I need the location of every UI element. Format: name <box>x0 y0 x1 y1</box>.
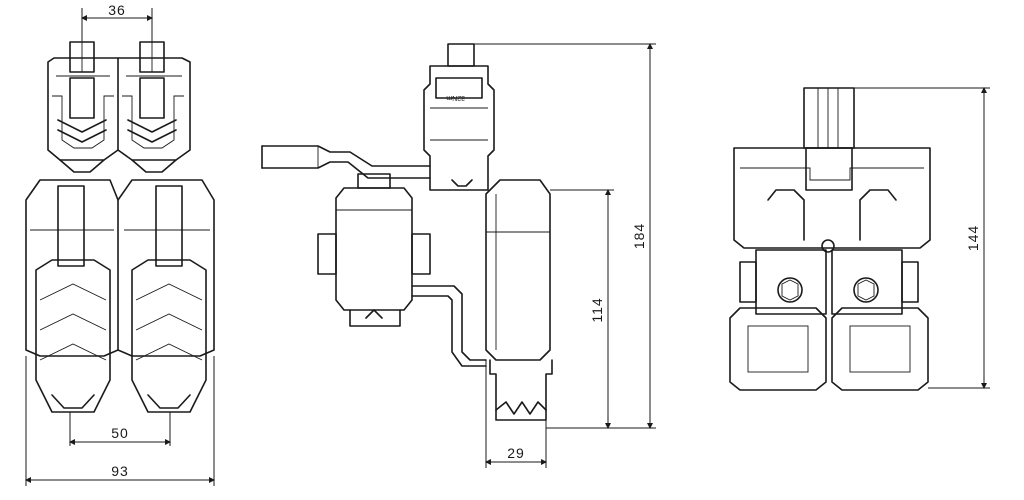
dimension-label-114: 114 <box>589 297 605 322</box>
dimension-label-184: 184 <box>631 223 647 249</box>
dimension-label-29: 29 <box>507 445 525 461</box>
front-dimension-top: 36 <box>81 2 153 42</box>
side-dimension-overall-height: 184 <box>474 43 656 429</box>
side-view: 32Nm <box>261 43 553 421</box>
rear-view <box>729 87 931 391</box>
dimension-label-36: 36 <box>108 2 126 18</box>
dimension-label-50: 50 <box>111 425 129 441</box>
side-dimension-base-width: 29 <box>485 360 547 468</box>
dimension-label-93: 93 <box>111 463 129 479</box>
rear-dimension-height: 144 <box>854 87 990 389</box>
front-dimension-inner: 50 <box>69 412 171 446</box>
front-view <box>25 41 215 413</box>
dimension-label-144: 144 <box>965 225 981 251</box>
part-marking: 32Nm <box>446 94 465 101</box>
front-dimension-overall: 93 <box>25 356 215 486</box>
side-dimension-body-height: 114 <box>550 189 614 429</box>
